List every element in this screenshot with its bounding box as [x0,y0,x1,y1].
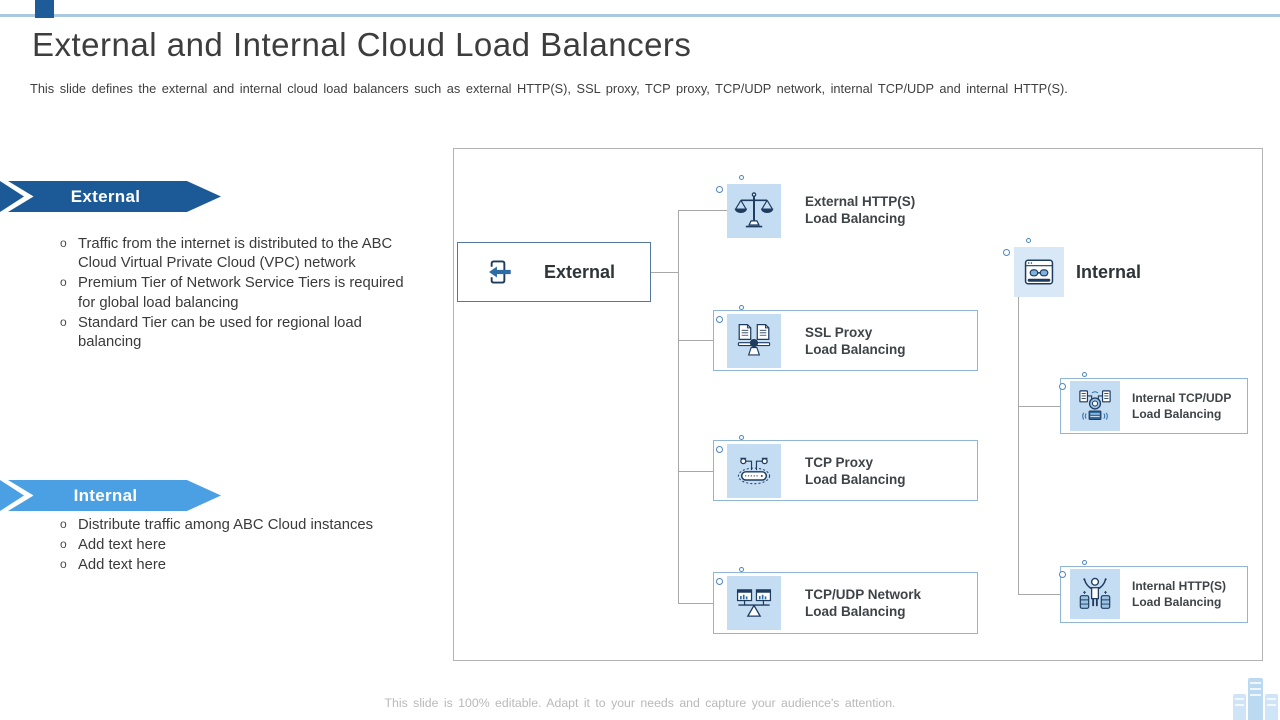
connector-line [678,210,679,604]
server-hub-icon[interactable] [1059,372,1120,431]
external-item-label: TCP/UDP Network Load Balancing [805,586,921,620]
deco-circle-icon [739,567,744,572]
bullet-item: Premium Tier of Network Service Tiers is… [58,274,424,312]
connector-line [1018,594,1072,595]
external-bullet-list: Traffic from the internet is distributed… [58,235,424,353]
connector-line [651,272,678,273]
item-title: External HTTP(S) [805,194,916,209]
slide-subtitle: This slide defines the external and inte… [30,81,1068,96]
footer-note: This slide is 100% editable. Adapt it to… [384,696,896,710]
balance-scale-icon[interactable] [716,175,781,238]
external-item-label: External HTTP(S) Load Balancing [805,193,915,227]
connector-line [1018,406,1072,407]
deco-circle-icon [716,186,723,193]
deco-circle-icon [716,316,723,323]
deco-circle-icon [716,578,723,585]
internal-item-label: Internal HTTP(S) Load Balancing [1132,579,1226,610]
documents-balance-icon[interactable] [716,305,781,368]
watermark-bar-icon [1233,694,1246,720]
top-accent-line [0,14,1280,17]
top-accent-square [35,0,54,18]
item-title: Internal HTTP(S) [1132,579,1227,593]
internal-banner-label: Internal [73,485,138,505]
deco-circle-icon [1082,372,1087,377]
deco-circle-icon [739,435,744,440]
bullet-item: Standard Tier can be used for regional l… [58,314,424,352]
bullet-item: Traffic from the internet is distributed… [58,235,424,273]
bullet-item: Add text here [58,536,424,555]
watermark-bar-icon [1265,694,1278,720]
bullet-item: Add text here [58,556,424,575]
person-databases-icon[interactable] [1059,560,1120,619]
external-item-label: SSL Proxy Load Balancing [805,324,906,358]
window-link-icon[interactable] [1003,238,1064,297]
deco-circle-icon [739,305,744,310]
deco-circle-icon [1082,560,1087,565]
external-banner-label: External [70,186,141,206]
item-subtitle: Load Balancing [805,604,906,619]
deco-circle-icon [739,175,744,180]
external-item-label: TCP Proxy Load Balancing [805,454,906,488]
item-title: SSL Proxy [805,325,873,340]
item-title: TCP/UDP Network [805,587,922,602]
internal-section-banner[interactable]: Internal [0,480,221,511]
item-subtitle: Load Balancing [805,342,906,357]
router-network-icon[interactable] [716,435,781,498]
item-subtitle: Load Balancing [805,211,906,226]
monitors-balance-icon[interactable] [716,567,781,630]
login-arrow-icon [480,254,516,290]
external-section-banner[interactable]: External [0,181,221,212]
external-node-label: External [544,261,616,282]
internal-node-label: Internal [1076,262,1142,282]
item-subtitle: Load Balancing [1132,406,1222,421]
diagram-frame [453,148,1263,661]
item-subtitle: Load Balancing [1132,594,1222,609]
bullet-item: Distribute traffic among ABC Cloud insta… [58,516,424,535]
connector-line [678,340,727,341]
connector-line [1018,297,1019,594]
deco-circle-icon [1059,571,1066,578]
connector-line [678,471,727,472]
internal-item-label: Internal TCP/UDP Load Balancing [1132,391,1231,422]
item-title: Internal TCP/UDP [1132,391,1232,405]
deco-circle-icon [1003,249,1010,256]
connector-line [678,603,727,604]
internal-bullet-list: Distribute traffic among ABC Cloud insta… [58,516,424,577]
deco-circle-icon [1026,238,1031,243]
external-node-box[interactable]: External [457,242,651,302]
item-subtitle: Load Balancing [805,472,906,487]
watermark-bar-icon [1248,678,1263,720]
item-title: TCP Proxy [805,455,874,470]
deco-circle-icon [1059,383,1066,390]
connector-line [678,210,727,211]
deco-circle-icon [716,446,723,453]
page-title: External and Internal Cloud Load Balance… [32,26,692,63]
